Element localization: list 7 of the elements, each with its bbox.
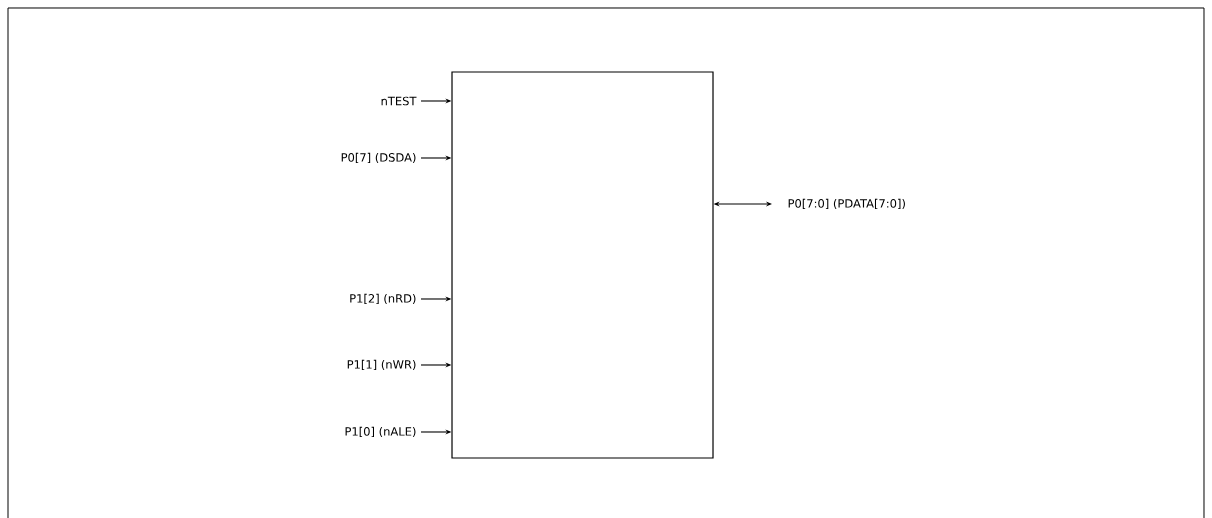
block-box: [451, 71, 714, 459]
signal-label: P0[7] (DSDA): [341, 152, 416, 164]
signal-label: P1[2] (nRD): [350, 293, 416, 305]
signal-label: P0[7:0] (PDATA[7:0]): [788, 198, 905, 210]
signal-label: P1[1] (nWR): [347, 359, 416, 371]
signal-label: P1[0] (nALE): [345, 426, 416, 438]
signal-label: nTEST: [381, 96, 417, 106]
